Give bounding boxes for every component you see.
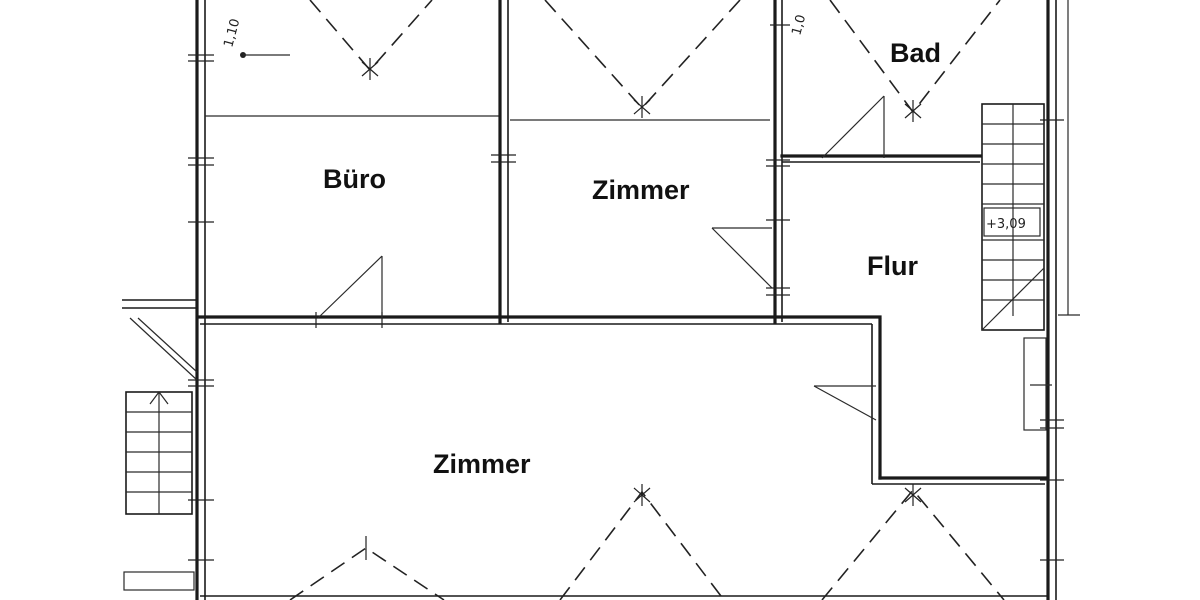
room-label-zimmer-top: Zimmer [592,175,690,205]
room-label-flur: Flur [867,251,918,281]
dimension-right: 1,0 [789,13,809,37]
roof-lines [289,0,1005,600]
walls [122,0,1080,600]
room-label-buero: Büro [323,164,386,194]
dimension-left: 1,10 [221,17,243,49]
level-mark: +3,09 [986,217,1026,232]
staircase-right [981,103,1045,331]
staircase-left [123,391,195,591]
wall-ticks [188,24,1064,561]
room-label-zimmer-large: Zimmer [433,449,531,479]
room-label-bad: Bad [890,38,941,68]
doors [317,95,1052,431]
window-mark [240,52,290,58]
